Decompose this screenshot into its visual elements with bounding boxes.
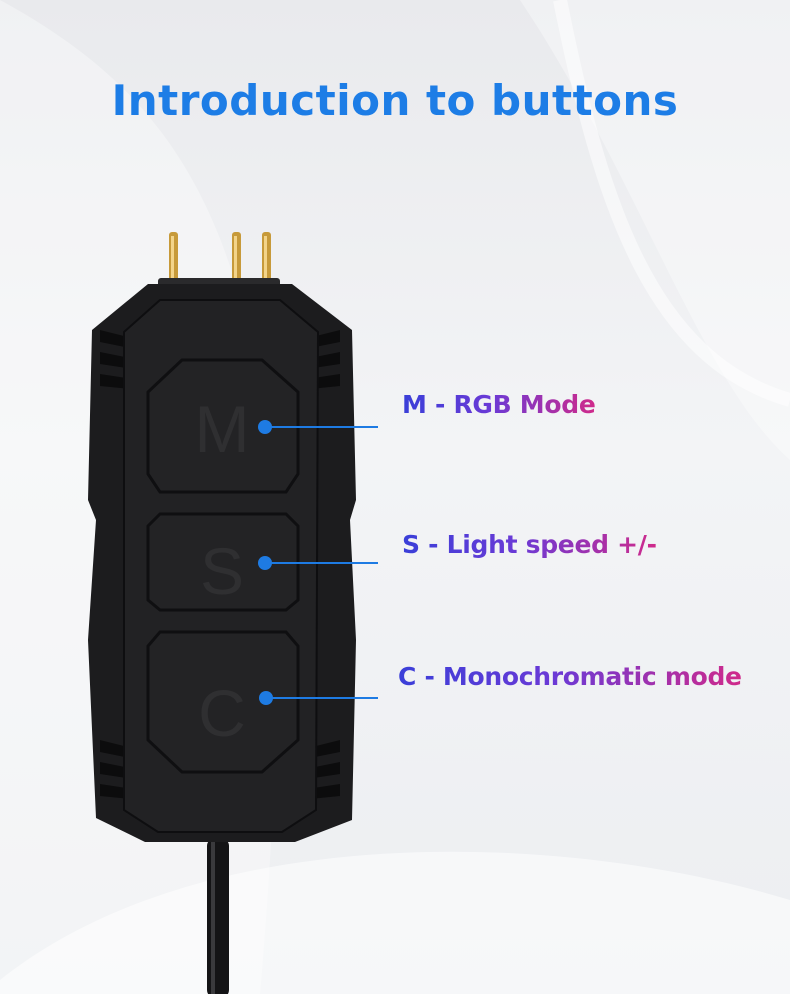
callout-m-rgb-mode: M - RGB Mode	[402, 390, 596, 419]
callout-c-monochromatic-mode: C - Monochromatic mode	[398, 662, 742, 691]
leader-lines	[258, 420, 378, 705]
connector-pins	[158, 232, 280, 290]
button-m[interactable]: M	[146, 358, 300, 494]
button-s-letter: S	[200, 534, 244, 608]
callout-s-light-speed: S - Light speed +/-	[402, 530, 657, 559]
page-title: Introduction to buttons	[111, 76, 679, 125]
button-c-letter: C	[198, 676, 246, 750]
button-s[interactable]: S	[146, 512, 300, 612]
button-m-letter: M	[195, 392, 250, 466]
button-c[interactable]: C	[146, 630, 300, 774]
cable	[207, 838, 229, 994]
